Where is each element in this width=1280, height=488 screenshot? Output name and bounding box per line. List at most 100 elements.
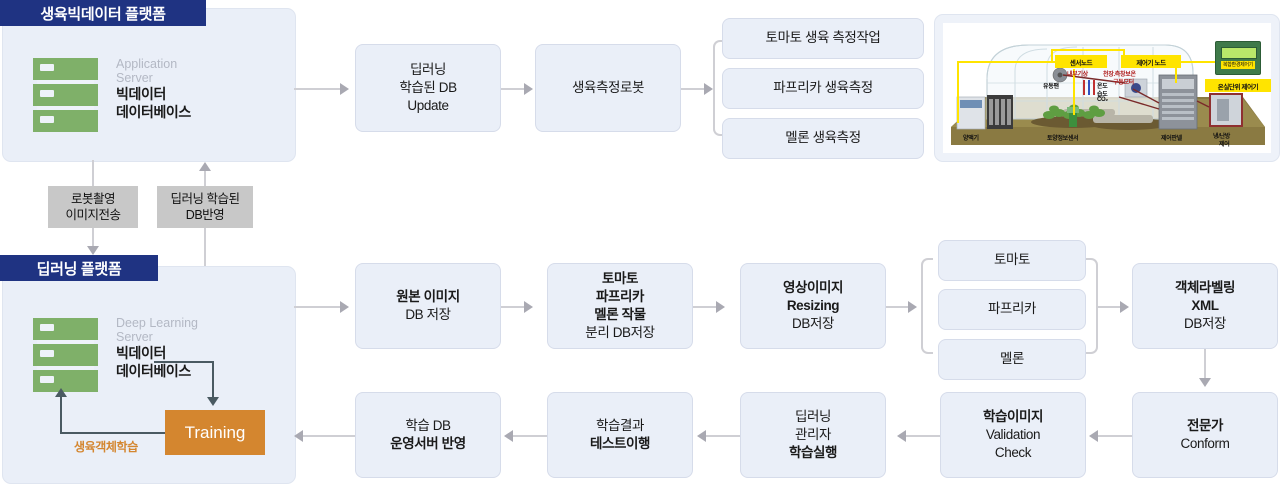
training-out-vline: [60, 396, 62, 434]
conn-testresult-to-opsdb: [513, 435, 547, 437]
greenhouse-iot-diagram: 센서노드 제어기 노드 온실단위 제어기 복합환경제어기 내부기상 천장.측창보…: [934, 14, 1280, 162]
note-robot-image-transfer: 로봇촬영 이미지전송: [48, 186, 138, 228]
arrow-validation-to-manager: [897, 430, 906, 442]
server-sub-line1: Application: [116, 57, 178, 71]
server-sub-line1: Deep Learning: [116, 316, 199, 330]
controller-node-tag: 제어기 노드: [1121, 55, 1181, 68]
box-crop-melon[interactable]: 멜론: [938, 339, 1086, 380]
box-line-2: 운영서버 반영: [390, 436, 466, 451]
box-train-db-apply-ops-server[interactable]: 학습 DB 운영서버 반영: [355, 392, 501, 478]
box-line-2: 파프리카: [595, 288, 645, 304]
box-dl-manager-train-run[interactable]: 딥러닝 관리자 학습실행: [740, 392, 886, 478]
box-line-1: 전문가: [1186, 417, 1224, 433]
note-line2: DB반영: [185, 208, 225, 222]
box-line-2: XML: [1191, 297, 1219, 313]
box-crop-split-db-save[interactable]: 토마토 파프리카 멜론 작물 분리 DB저장: [547, 263, 693, 349]
conn-mid1-to-mid2: [501, 306, 526, 308]
arrow-mid3-to-crops: [908, 301, 917, 313]
box-line-1: 생육측정로봇: [571, 79, 645, 95]
box-deeplearning-db-update[interactable]: 딥러닝 학습된 DB Update: [355, 44, 501, 132]
conn-top2-to-tasks: [681, 88, 706, 90]
box-train-image-validation-check[interactable]: 학습이미지 Validation Check: [940, 392, 1086, 478]
box-line-3: DB저장: [791, 316, 834, 332]
box-expert-conform[interactable]: 전문가 Conform: [1132, 392, 1278, 478]
conn-validation-to-manager: [906, 435, 940, 437]
cooling-heating-control-label-1: 냉/난방: [1213, 134, 1231, 140]
box-line-2: 테스트이행: [589, 436, 651, 451]
server-main-line2: 데이터베이스: [116, 362, 191, 379]
cooling-heating-control-label-2: 제어: [1219, 142, 1230, 148]
box-tomato-growth-measure-task[interactable]: 토마토 생육 측정작업: [722, 18, 924, 59]
note2-arrow-up: [199, 162, 211, 171]
box-crop-paprika[interactable]: 파프리카: [938, 289, 1086, 330]
box-line-1: 딥러닝: [409, 61, 447, 77]
nutrient-supply-label: 양액기: [963, 136, 979, 142]
box-melon-growth-measure[interactable]: 멜론 생육측정: [722, 118, 924, 159]
box-train-result-test[interactable]: 학습결과 테스트이행: [547, 392, 693, 478]
sensor-item-co2: CO₂: [1097, 97, 1108, 103]
training-box[interactable]: Training: [165, 410, 265, 455]
training-in-vline: [212, 361, 214, 399]
box-paprika-growth-measure[interactable]: 파프리카 생육측정: [722, 68, 924, 109]
arrow-opsdb-to-panel2: [294, 430, 303, 442]
training-in-hline: [154, 361, 214, 363]
bracket-crop-group-left: [921, 258, 933, 354]
note-line1: 로봇촬영: [70, 191, 116, 206]
sensor-item-humidity: 습도: [1097, 92, 1108, 98]
note1-vline-bottom: [92, 228, 94, 248]
note-trained-db-apply: 딥러닝 학습된 DB반영: [157, 186, 253, 228]
training-loop-label: 생육객체학습: [74, 440, 138, 454]
note-line2: 이미지전송: [65, 208, 121, 222]
arrow-labeling-to-expert: [1199, 378, 1211, 387]
box-line-2: Resizing: [786, 297, 840, 313]
sensor-node-drop-soil: [1073, 69, 1075, 115]
conn-top1-to-top2: [501, 88, 526, 90]
panel-title-deep-learning: 딥러닝 플랫폼: [0, 255, 158, 281]
greenhouse-unit-controller-tag: 온실단위 제어기: [1205, 79, 1271, 92]
bracket-measure-tasks: [713, 40, 725, 136]
box-line-2: Conform: [1180, 436, 1230, 451]
ceiling-side-insulation-motor-label-2: 구동모터: [1113, 80, 1134, 86]
arrow-panel2-to-mid1: [340, 301, 349, 313]
server-sub-line2: Server: [116, 330, 153, 344]
internal-weather-label: 내부기상: [1067, 72, 1088, 78]
box-original-image-db-save[interactable]: 원본 이미지 DB 저장: [355, 263, 501, 349]
box-line-1: 딥러닝: [794, 408, 832, 424]
server-main-line2: 데이터베이스: [116, 103, 191, 120]
note2-vline-top: [204, 171, 206, 186]
note1-vline-top: [92, 160, 94, 186]
box-line-3: 학습실행: [788, 445, 838, 461]
soil-info-sensor-label: 토양정보센서: [1047, 136, 1079, 142]
box-line-1: 학습 DB: [405, 417, 451, 433]
box-image-resizing-db-save[interactable]: 영상이미지 Resizing DB저장: [740, 263, 886, 349]
note-line1: 딥러닝 학습된: [170, 191, 240, 206]
server-label-application: Application Server 빅데이터 데이터베이스: [116, 57, 191, 120]
conn-crops-to-labeling: [1098, 306, 1122, 308]
box-object-labeling-xml[interactable]: 객체라벨링 XML DB저장: [1132, 263, 1278, 349]
server-main-line1: 빅데이터: [116, 345, 166, 361]
box-line-3: Update: [407, 98, 449, 114]
box-growth-measure-robot[interactable]: 생육측정로봇: [535, 44, 681, 132]
conn-mid2-to-mid3: [693, 306, 718, 308]
controller-screen-label: 복합환경제어기: [1221, 61, 1255, 69]
box-line-1: 토마토: [601, 270, 639, 286]
training-in-arrow: [207, 397, 219, 406]
sensor-item-temperature: 온도: [1097, 84, 1108, 90]
box-line-3: DB저장: [1183, 316, 1226, 332]
sensor-node-line-left-drop: [957, 61, 959, 123]
ceiling-side-insulation-motor-label-1: 천장.측창보온: [1103, 72, 1136, 78]
box-line-1: 원본 이미지: [396, 288, 460, 304]
sensor-node-line-mid: [1051, 49, 1053, 63]
arrow-expert-to-validation: [1089, 430, 1098, 442]
box-crop-tomato[interactable]: 토마토: [938, 240, 1086, 281]
server-icon-application: [33, 58, 98, 132]
box-line-1: 영상이미지: [782, 279, 844, 295]
box-line-3: 멜론 작물: [594, 307, 646, 322]
box-line-1: 학습이미지: [982, 408, 1044, 424]
conn-manager-to-testresult: [706, 435, 740, 437]
training-out-arrow: [55, 388, 67, 397]
controller-node-drop-panel: [1175, 61, 1177, 83]
sensor-node-line-top: [1051, 49, 1123, 51]
box-line-2: 학습된 DB: [399, 79, 457, 95]
